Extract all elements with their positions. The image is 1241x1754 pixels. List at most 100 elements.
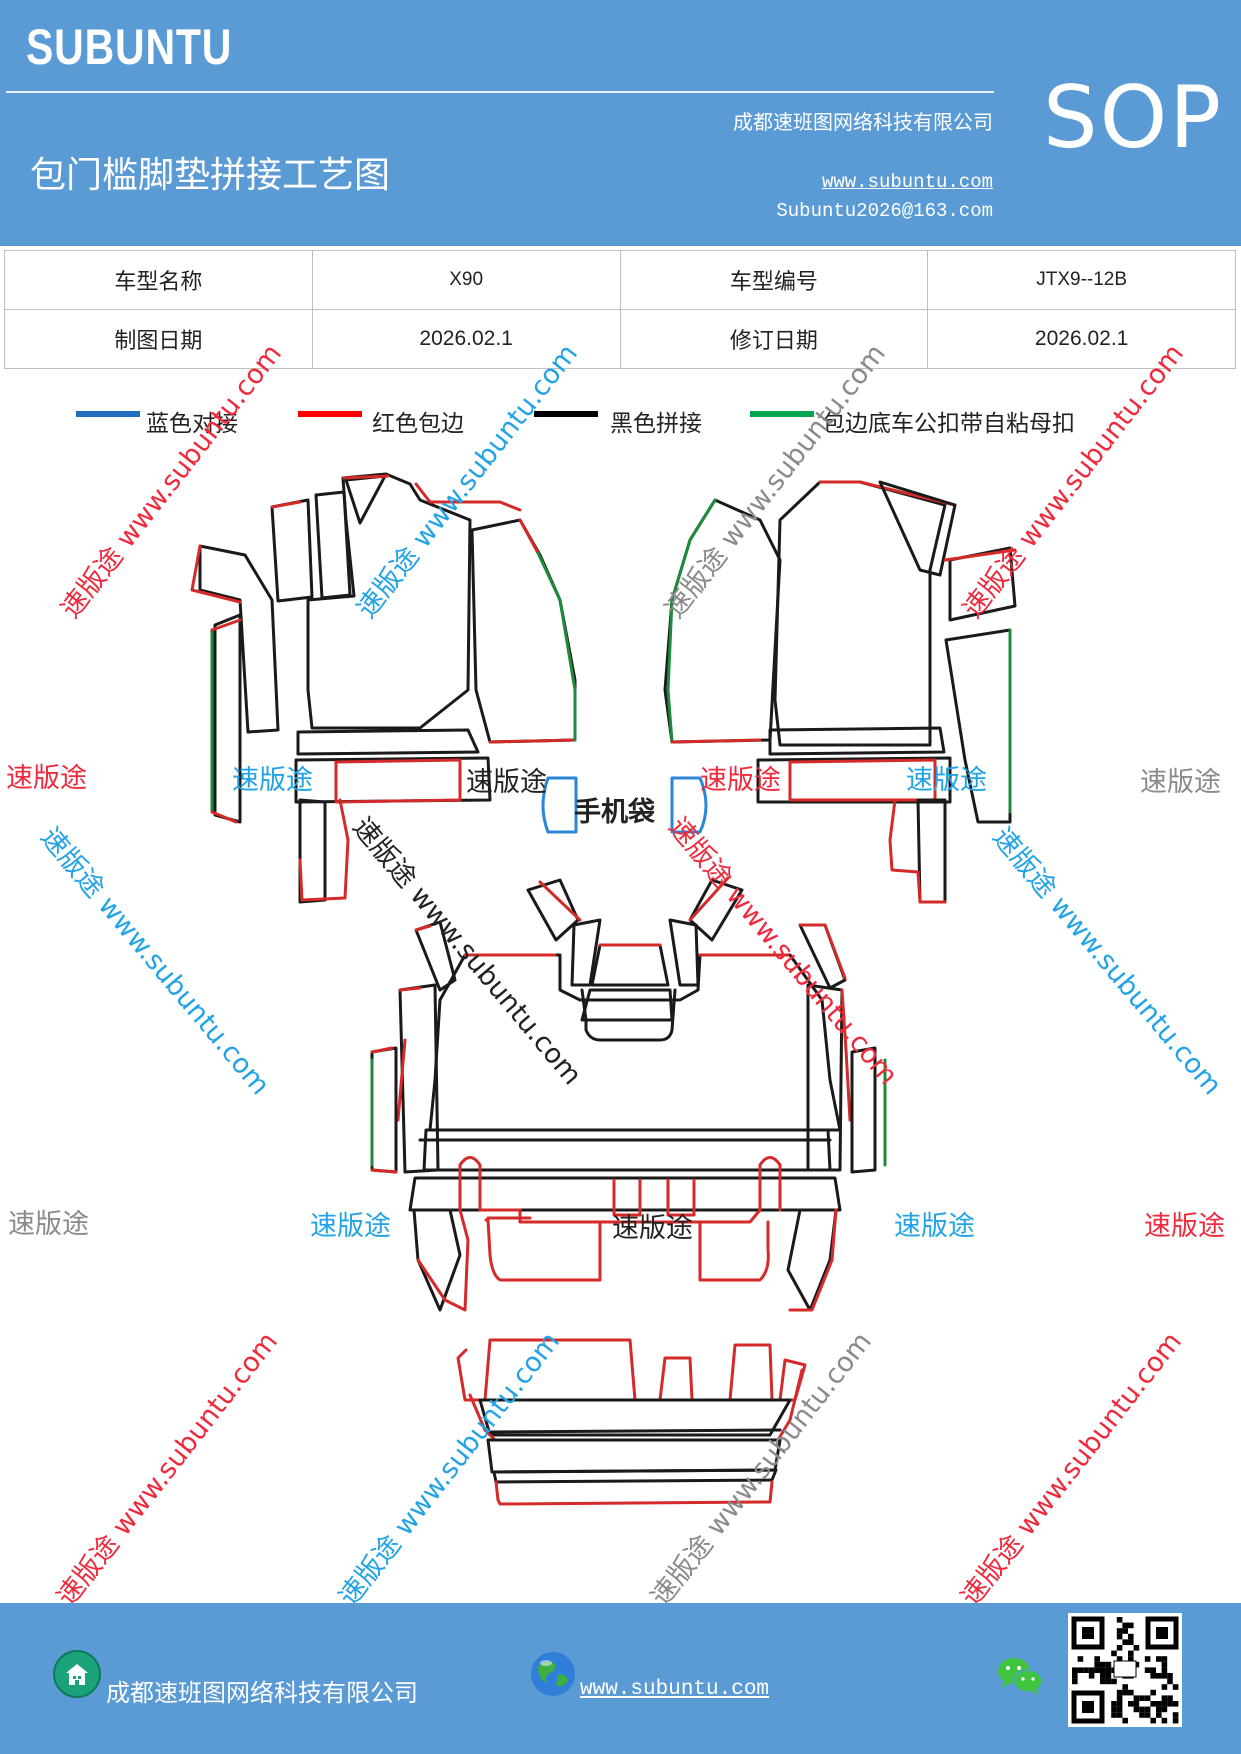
phone-pocket-label: 手机袋: [574, 797, 655, 828]
qr-module: [1139, 1706, 1145, 1713]
qr-module: [1094, 1656, 1100, 1662]
mat-outline-segment: [478, 1398, 792, 1437]
watermark-brand: 速版途: [612, 1213, 693, 1244]
mat-outline-segment: [468, 1393, 497, 1442]
qr-module: [1133, 1706, 1140, 1713]
qr-module: [1122, 1639, 1128, 1645]
qr-module: [1144, 1656, 1151, 1662]
qr-module: [1161, 1695, 1168, 1701]
qr-module: [1150, 1673, 1156, 1679]
legend-label: 包边底车公扣带自粘母扣: [822, 411, 1075, 437]
qr-code: [1068, 1613, 1182, 1727]
mat-outline-segment: [580, 988, 674, 1022]
legend-swatch-green: [750, 411, 814, 417]
mat-outline-segment: [484, 1218, 602, 1282]
mat-outline-segment: [494, 1480, 774, 1506]
qr-module: [1161, 1656, 1168, 1662]
qr-module: [1161, 1673, 1168, 1679]
qr-module: [1150, 1667, 1156, 1673]
qr-module: [1088, 1673, 1095, 1679]
brand-logo: SUBUNTU: [26, 19, 233, 75]
mat-outline-segment: [943, 548, 1017, 562]
mat-outline-segment: [396, 986, 422, 1122]
table-cell: 车型编号: [619, 250, 929, 310]
mat-outline-segment: [416, 1208, 470, 1312]
mat-outline-segment: [888, 798, 947, 904]
qr-module: [1144, 1667, 1151, 1673]
mat-outline-segment: [944, 628, 1012, 824]
header-company: 成都速班图网络科技有限公司: [733, 110, 993, 134]
table-cell: 2026.02.1: [927, 309, 1236, 369]
middle-mat-group: [370, 876, 887, 1312]
mat-outline-segment: [570, 918, 602, 987]
mat-outline-segment: [334, 758, 462, 804]
qr-module: [1116, 1689, 1123, 1696]
mat-outline-segment: [298, 798, 327, 904]
page-title: 包门槛脚垫拼接工艺图: [30, 155, 391, 196]
mat-outline-segment: [776, 1368, 804, 1442]
mat-outline-segment: [344, 474, 387, 525]
qr-module: [1128, 1701, 1134, 1707]
qr-module: [1156, 1701, 1162, 1707]
mat-outline-segment: [306, 472, 472, 730]
header-website-link[interactable]: www.subuntu.com: [821, 171, 993, 193]
footer-website-link[interactable]: www.subuntu.com: [580, 1678, 770, 1701]
table-cell: 制图日期: [4, 309, 313, 369]
legend-swatch-red: [298, 411, 362, 417]
mat-outline-segment: [458, 1156, 782, 1224]
mat-outline-segment: [412, 1208, 462, 1312]
mat-outline-segment: [768, 726, 946, 756]
table-cell: 2026.02.1: [311, 309, 621, 369]
qr-module: [1172, 1717, 1179, 1724]
qr-module: [1100, 1678, 1106, 1685]
qr-module: [1100, 1661, 1106, 1668]
mat-outline-segment: [536, 551, 577, 742]
mat-outline-segment: [488, 1428, 782, 1434]
qr-module: [1150, 1717, 1156, 1724]
qr-module: [1105, 1667, 1112, 1673]
mat-outline-segment: [786, 1208, 838, 1312]
watermark-brand: 速版途: [8, 1209, 89, 1240]
qr-module: [1133, 1701, 1140, 1707]
mat-outline-segment: [296, 728, 480, 756]
mat-outline-segment: [688, 876, 730, 922]
header-banner: SUBUNTU 成都速班图网络科技有限公司 包门槛脚垫拼接工艺图 www.sub…: [0, 0, 1241, 246]
qr-module: [1116, 1701, 1123, 1707]
qr-module: [1111, 1678, 1117, 1685]
watermark-brand: 速版途: [6, 763, 87, 794]
mat-outline-segment: [580, 988, 677, 1042]
mat-outline-segment: [470, 518, 577, 744]
mat-outline-segment: [414, 920, 457, 992]
qr-module: [1167, 1701, 1173, 1707]
table-cell: 修订日期: [619, 309, 929, 369]
globe-icon: [531, 1652, 575, 1696]
qr-module: [1094, 1661, 1100, 1668]
legend-label: 蓝色对接: [146, 411, 238, 437]
qr-module: [1172, 1684, 1179, 1690]
sop-badge: SOP: [1043, 68, 1224, 168]
mat-outline-segment: [428, 953, 842, 1132]
qr-module: [1111, 1706, 1117, 1713]
qr-module: [1161, 1701, 1168, 1707]
left-front-mat-group: [190, 472, 577, 904]
qr-module: [1088, 1667, 1095, 1673]
watermark-brand: 速版途: [906, 765, 987, 796]
qr-module: [1072, 1673, 1078, 1679]
qr-module: [1144, 1706, 1151, 1713]
mat-outline-segment: [486, 1178, 696, 1220]
qr-module: [1128, 1689, 1134, 1696]
watermark-brand: 速版途: [310, 1211, 391, 1242]
qr-module: [1105, 1661, 1112, 1668]
qr-module: [1172, 1712, 1179, 1718]
mat-outline-segment: [590, 943, 670, 987]
watermark-brand: 速版途: [232, 765, 313, 796]
mat-outline-segment: [190, 544, 242, 604]
mat-outline-segment: [916, 798, 947, 904]
qr-module: [1100, 1673, 1106, 1679]
mat-outline-segment: [666, 498, 717, 744]
mat-outline-segment: [670, 776, 708, 834]
qr-module: [1161, 1717, 1168, 1724]
qr-module: [1133, 1695, 1140, 1701]
building-icon: [53, 1650, 101, 1698]
mat-outline-segment: [688, 878, 744, 942]
